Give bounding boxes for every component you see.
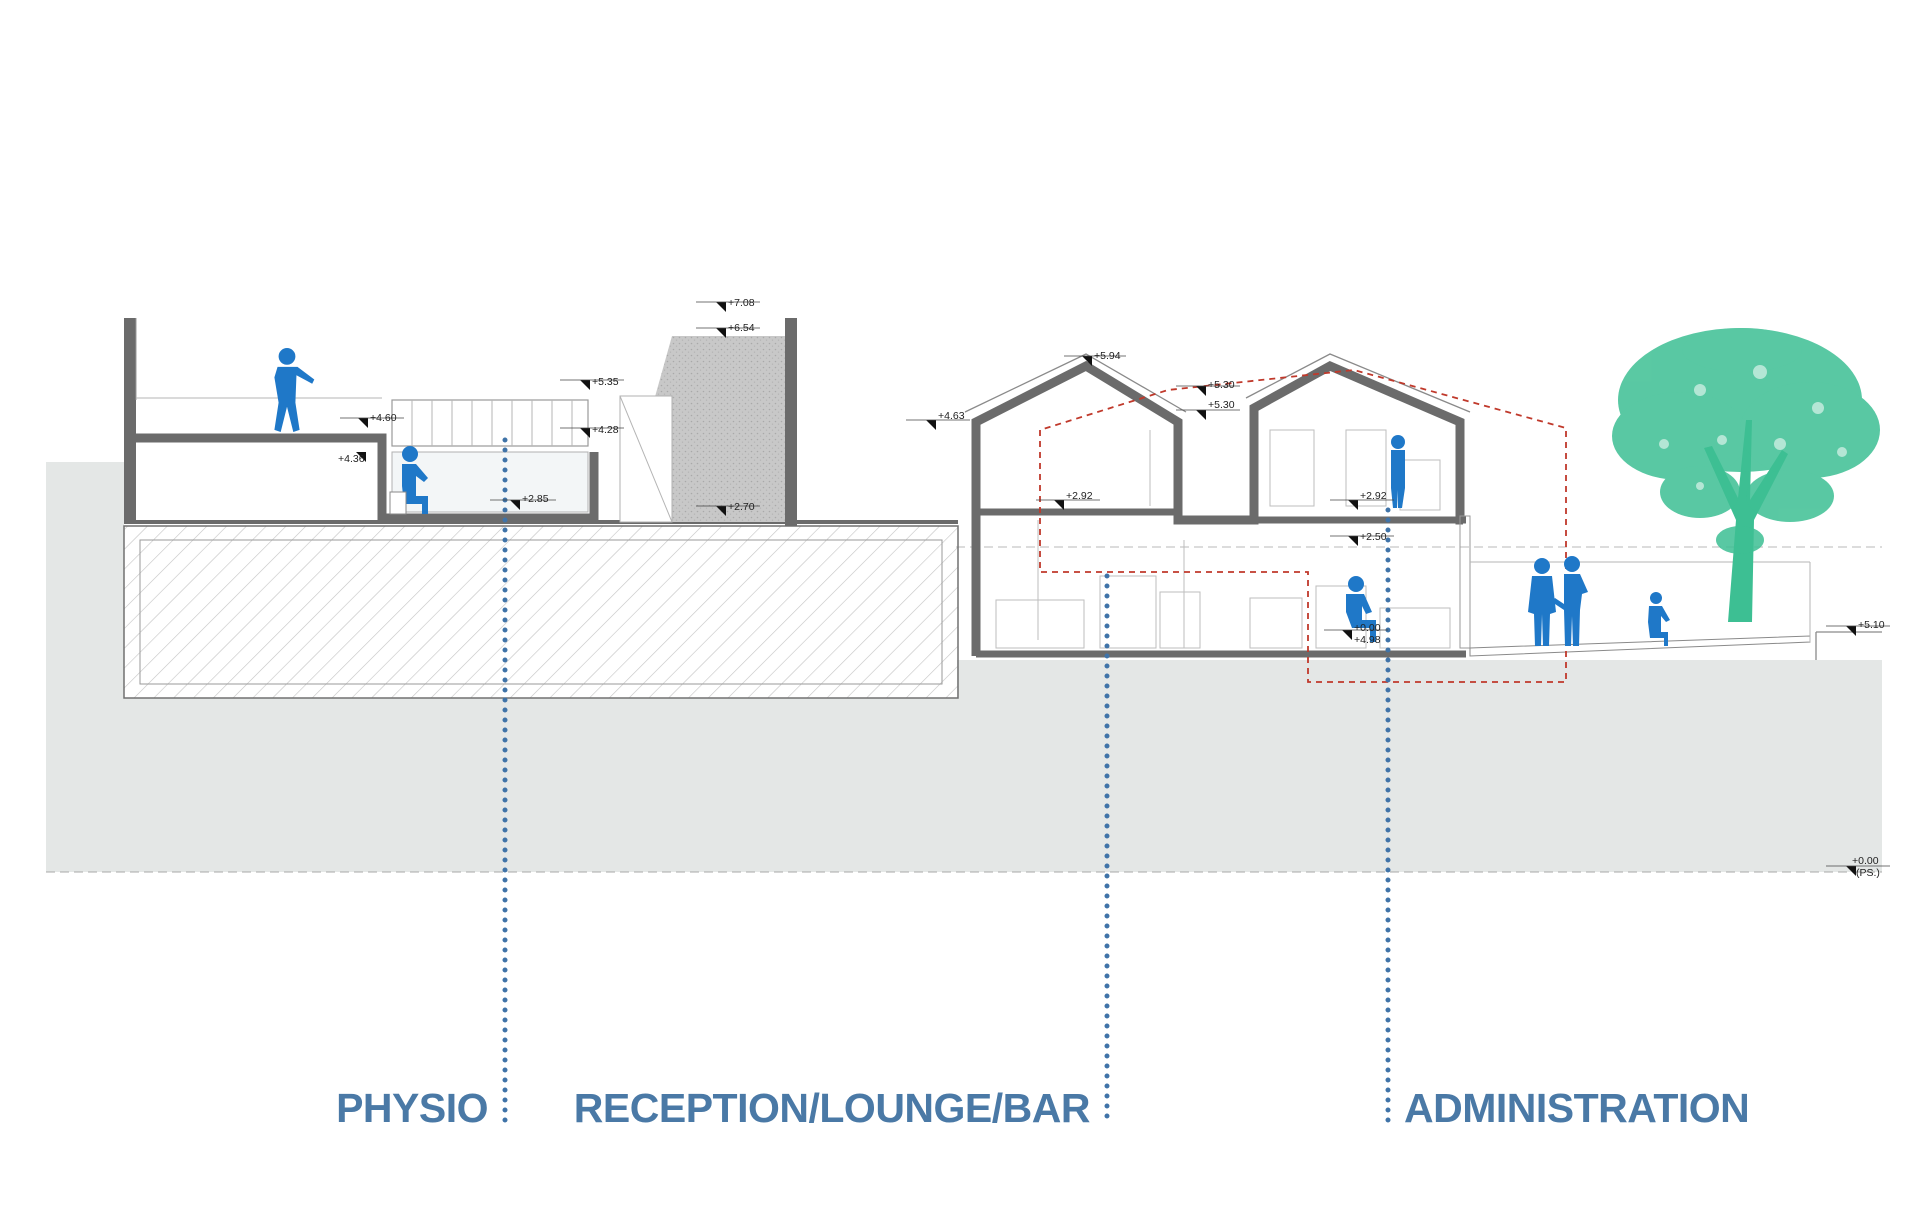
zone-label-administration: ADMINISTRATION bbox=[1404, 1085, 1749, 1131]
elev-285: +2.85 bbox=[522, 493, 549, 505]
physio-building bbox=[123, 318, 959, 699]
elev-510: +5.10 bbox=[1858, 619, 1885, 631]
zone-label-physio: PHYSIO bbox=[336, 1085, 488, 1131]
elevation-marker-icon: +5.30 bbox=[1176, 379, 1240, 396]
zone-leader-lines bbox=[502, 437, 1391, 1129]
elev-654: +6.54 bbox=[728, 322, 755, 334]
elevation-marker-icon: +2.85 bbox=[490, 493, 556, 510]
elev-708: +7.08 bbox=[728, 297, 755, 309]
elev-594: +5.94 bbox=[1094, 350, 1121, 362]
elevation-marker-icon: +0.00 +4.98 bbox=[1324, 622, 1388, 646]
person-icon bbox=[1528, 558, 1556, 646]
elev-530b: +5.30 bbox=[1208, 399, 1235, 411]
elev-292b: +2.92 bbox=[1360, 490, 1387, 502]
elevation-marker-icon: +7.08 bbox=[696, 297, 760, 312]
elevation-marker-icon: +4.60 bbox=[340, 412, 404, 428]
elev-250: +2.50 bbox=[1360, 531, 1387, 543]
zone-labels: PHYSIO RECEPTION/LOUNGE/BAR ADMINISTRATI… bbox=[336, 1085, 1750, 1131]
elevation-marker-icon: +2.92 bbox=[1330, 490, 1394, 510]
elev-000-ps: +0.00 bbox=[1852, 855, 1879, 867]
elevation-marker-icon: +6.54 bbox=[696, 322, 760, 338]
elev-535: +5.35 bbox=[592, 376, 619, 388]
person-icon bbox=[1648, 592, 1670, 646]
elevation-marker-icon: +2.92 bbox=[1036, 490, 1100, 510]
person-icon bbox=[1391, 435, 1405, 508]
interior-furnishings bbox=[995, 429, 1451, 649]
elev-000: +0.00 bbox=[1354, 622, 1381, 634]
elevation-marker-icon: +0.00 (PS.) bbox=[1826, 855, 1890, 879]
elev-436: +4.36 bbox=[338, 453, 365, 465]
people bbox=[274, 348, 1670, 646]
elev-530a: +5.30 bbox=[1208, 379, 1235, 391]
elev-270: +2.70 bbox=[728, 501, 755, 513]
elev-292a: +2.92 bbox=[1066, 490, 1093, 502]
elevation-marker-icon: +4.36 bbox=[338, 452, 366, 465]
person-icon bbox=[1346, 576, 1376, 642]
stair bbox=[391, 399, 589, 513]
elevation-marker-icon: +4.63 bbox=[906, 410, 970, 430]
elevation-marker-icon: +5.94 bbox=[1064, 350, 1126, 366]
reception-building bbox=[964, 353, 1882, 660]
elevation-marker-icon: +5.10 bbox=[1826, 619, 1890, 636]
elevation-marker-icon: +2.50 bbox=[1330, 531, 1394, 546]
person-icon bbox=[389, 446, 428, 515]
dashed-volume-outline bbox=[1039, 369, 1567, 683]
elevation-marker-icon: +5.35 bbox=[560, 376, 624, 390]
elevation-marker-icon: +4.28 bbox=[560, 424, 624, 438]
tree-icon bbox=[1612, 328, 1880, 622]
elevation-markers: +7.08 +6.54 +5.35 +4.60 +4.36 +4.28 +2.8… bbox=[338, 297, 1890, 879]
elev-463: +4.63 bbox=[938, 410, 965, 422]
person-icon bbox=[274, 348, 315, 432]
elev-ps-label: (PS.) bbox=[1856, 867, 1880, 879]
elev-460: +4.60 bbox=[370, 412, 397, 424]
elev-498: +4.98 bbox=[1354, 634, 1381, 646]
zone-label-reception: RECEPTION/LOUNGE/BAR bbox=[574, 1085, 1090, 1131]
person-icon bbox=[1552, 556, 1588, 646]
elevation-marker-icon: +2.70 bbox=[696, 501, 760, 516]
elev-428: +4.28 bbox=[592, 424, 619, 436]
elevation-marker-icon: +5.30 bbox=[1176, 399, 1240, 420]
